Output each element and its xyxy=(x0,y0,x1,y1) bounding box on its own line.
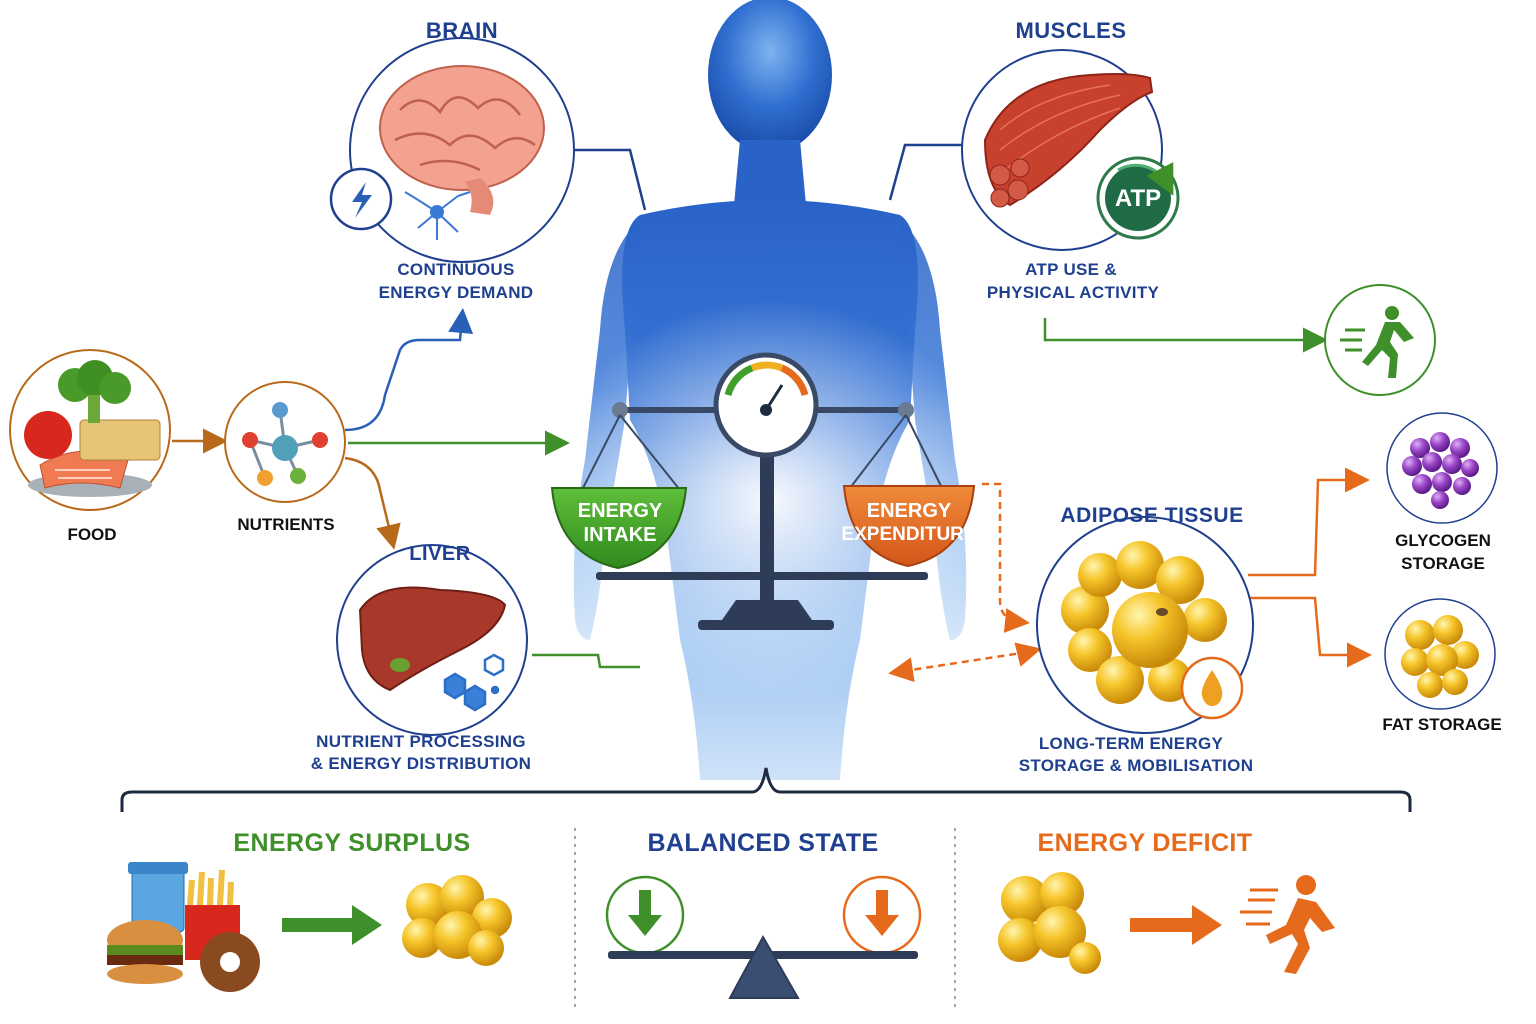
liver-node xyxy=(336,544,528,736)
down-arrow-icon xyxy=(865,890,899,936)
seesaw-icon xyxy=(608,934,918,999)
energy-expenditure-pan xyxy=(842,485,976,568)
muscle-icon xyxy=(983,73,1154,208)
nutrients-node xyxy=(224,381,346,503)
fat-storage-label: FAT STORAGE xyxy=(1382,715,1502,734)
food-node xyxy=(9,349,171,511)
adipose-sub-2: STORAGE & MOBILISATION xyxy=(1018,756,1254,775)
food-icon xyxy=(24,360,161,497)
muscles-sub-2: PHYSICAL ACTIVITY xyxy=(986,283,1160,302)
gauge-icon xyxy=(713,352,819,458)
energy-expenditure-label-1: ENERGY xyxy=(866,500,952,522)
energy-deficit-title: ENERGY DEFICIT xyxy=(1037,829,1253,857)
down-arrow-icon xyxy=(628,890,662,936)
oil-drop-icon xyxy=(1180,656,1244,720)
molecule-icon xyxy=(242,402,328,486)
liver-sub-2: & ENERGY DISTRIBUTION xyxy=(310,754,532,773)
deficit-panel xyxy=(998,872,1335,974)
muscles-sub-1: ATP USE & xyxy=(1025,260,1117,279)
liver-sub-1: NUTRIENT PROCESSING xyxy=(316,732,526,751)
adipose-node xyxy=(1036,516,1254,734)
runner-node xyxy=(1324,284,1436,396)
glycogen-icon xyxy=(1402,432,1479,509)
surplus-fat-icon xyxy=(402,875,512,966)
surplus-panel xyxy=(107,862,512,992)
food-label: FOOD xyxy=(67,525,117,544)
bottom-brace xyxy=(120,767,1412,812)
balanced-state-title: BALANCED STATE xyxy=(647,829,879,857)
fat-storage-icon xyxy=(1401,615,1479,698)
energy-intake-label-1: ENERGY xyxy=(577,500,663,522)
brain-node xyxy=(329,37,575,263)
liver-icon xyxy=(358,586,507,692)
adipose-title: ADIPOSE TISSUE xyxy=(1060,504,1244,527)
runner-icon xyxy=(1240,875,1335,974)
nutrients-label: NUTRIENTS xyxy=(237,515,335,534)
muscles-title: MUSCLES xyxy=(1015,18,1127,43)
connector-lines xyxy=(172,143,1372,683)
energy-expenditure-label-2: EXPENDITURE xyxy=(841,524,977,545)
brain-title: BRAIN xyxy=(425,18,499,43)
adipose-sub-1: LONG-TERM ENERGY xyxy=(1038,734,1224,753)
runner-icon xyxy=(1340,306,1414,378)
muscles-node xyxy=(961,49,1180,251)
brain-sub-1: CONTINUOUS xyxy=(397,260,515,279)
glycogen-node xyxy=(1386,412,1498,524)
glycogen-label-1: GLYCOGEN xyxy=(1395,531,1491,550)
energy-intake-label-2: INTAKE xyxy=(583,524,657,546)
balance-scale-icon xyxy=(550,352,976,630)
neuron-icon xyxy=(404,191,471,240)
balanced-panel xyxy=(605,875,922,999)
liver-title: LIVER xyxy=(409,543,471,565)
deficit-arrow xyxy=(1130,905,1222,945)
hexagon-molecule-icon xyxy=(443,653,505,712)
surplus-arrow xyxy=(282,905,382,945)
brain-sub-2: ENERGY DEMAND xyxy=(378,283,534,302)
fat-cells-icon xyxy=(1061,541,1227,704)
energy-surplus-title: ENERGY SURPLUS xyxy=(233,829,471,857)
atp-icon xyxy=(1096,156,1180,240)
glycogen-label-2: STORAGE xyxy=(1401,554,1485,573)
brain-icon xyxy=(379,65,545,215)
deficit-fat-icon xyxy=(998,872,1101,974)
energy-intake-pan xyxy=(550,487,688,570)
atp-label: ATP xyxy=(1114,185,1162,212)
junk-food-icon xyxy=(107,862,260,992)
fat-storage-node xyxy=(1384,598,1496,710)
